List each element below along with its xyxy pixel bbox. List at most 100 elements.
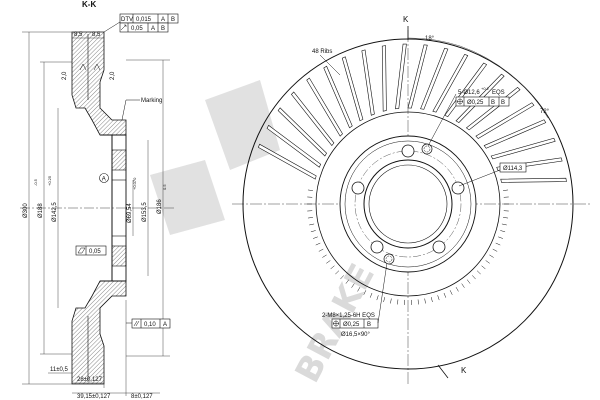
diameter-dimension-lines <box>22 31 170 385</box>
rib-tick-mark <box>326 260 331 264</box>
section-title: K-K <box>82 0 96 9</box>
front-view: K K 18° 72° 48 Ribs 5-Ø12,6 +0.2 EQS Ø0,… <box>232 15 592 385</box>
rib-tick-mark <box>476 270 481 275</box>
dim-d8: 8±0,127 <box>131 394 153 400</box>
gdt-runout-ref1: A <box>151 26 155 32</box>
rib-tick-mark <box>466 279 471 284</box>
watermark-logo-block-1 <box>205 80 280 170</box>
bolt-hole-2 <box>451 181 465 195</box>
k-section-arrow-bottom <box>437 364 449 379</box>
ventilation-rib <box>266 124 322 168</box>
gdt-runout-frame: 0,05 A B <box>119 22 169 33</box>
ventilation-rib <box>490 137 556 160</box>
dim-d28: 28±0,127 <box>77 377 103 383</box>
angle-18-arc <box>407 37 461 47</box>
ventilation-rib <box>257 143 317 180</box>
hub-face <box>344 140 472 268</box>
angle-18-label: 18° <box>425 36 435 42</box>
watermark-logo-block-2 <box>150 160 225 235</box>
dim-d69: Ø69,54 <box>127 203 133 223</box>
bottom-width-dims <box>48 300 160 396</box>
rib-tick-mark <box>376 295 379 301</box>
thread-ref: B <box>367 322 371 328</box>
rib-tick-mark <box>430 297 433 303</box>
pcd-label: Ø114,3 <box>503 166 523 172</box>
dim-d142: Ø142,5 <box>52 202 58 222</box>
flatness-symbol-icon <box>77 247 86 254</box>
rib-tick-mark <box>485 260 490 264</box>
thread-spec: 2-M8×1,25-6H EQS <box>322 313 375 319</box>
bolt-hole-callout: 5-Ø12,6 +0.2 EQS Ø0,25 B B <box>427 86 510 147</box>
rib-tick-mark <box>424 298 426 304</box>
ventilation-rib <box>444 62 488 118</box>
bolt-hole-1 <box>401 144 415 158</box>
holes-5-tol: +0.2 <box>481 86 490 91</box>
ventilation-rib <box>323 65 353 129</box>
gdt-parallel-ref: A <box>163 322 167 328</box>
rib-tick-mark <box>472 275 476 280</box>
rib-tick-mark <box>495 242 501 246</box>
ventilation-rib <box>395 43 407 110</box>
dim-ch1: 2,0 <box>62 71 68 80</box>
ventilation-rib <box>420 47 449 110</box>
ventilation-rib <box>381 45 387 112</box>
gdt-dtv-ref2: B <box>171 17 175 23</box>
dim-w85b: 8,5 <box>92 32 101 38</box>
holes-5-spec: 5-Ø12,6 <box>458 90 480 96</box>
ventilation-rib <box>361 49 375 116</box>
holes-5-ref2: B <box>501 100 505 106</box>
bolt-hole-4 <box>370 240 384 254</box>
ventilation-rib <box>407 44 428 109</box>
rib-tick-mark <box>417 299 419 305</box>
section-view: K-K Marking A <box>20 0 179 400</box>
ventilation-rib <box>306 77 343 137</box>
gdt-runout-value: 0,05 <box>131 26 143 32</box>
threaded-hole-2 <box>383 253 395 265</box>
dim-ch2: 2,0 <box>110 71 116 80</box>
gdt-runout-ref2: B <box>161 26 165 32</box>
marking-label: Marking <box>141 98 162 104</box>
dim-d69-tol: +0.070 <box>132 177 137 190</box>
rib-tick-mark <box>315 242 321 246</box>
dim-d186-tol: 0.5 <box>162 184 167 190</box>
thread-pos: Ø0,25 <box>343 322 360 328</box>
dim-d39: 39,15±0,127 <box>77 394 111 400</box>
gdt-dtv-frame: DTV 0,015 A B <box>119 13 179 24</box>
ventilation-rib <box>341 56 364 122</box>
gdt-flatness-frame: 0,05 <box>75 245 107 256</box>
rib-tick-mark <box>313 236 318 239</box>
upper-ring-section <box>71 31 127 136</box>
rib-tick-mark <box>390 298 392 304</box>
center-bore <box>363 159 453 249</box>
k-label-bottom: K <box>461 366 467 375</box>
parallel-symbol-icon <box>133 320 140 327</box>
bolt-hole-5 <box>351 181 365 195</box>
bolt-hole-3 <box>432 240 446 254</box>
dim-d153: Ø153,5 <box>142 202 148 222</box>
rib-tick-mark <box>461 283 465 288</box>
dim-d142-tol: +0.25 <box>47 175 52 186</box>
center-bore-chamfer <box>368 164 448 244</box>
rib-tick-mark <box>492 248 498 252</box>
hub-hatch-lower <box>111 245 127 267</box>
marking-leader-d <box>121 99 127 121</box>
rib-tick-mark <box>503 189 509 191</box>
rib-tick-mark <box>351 283 355 288</box>
datum-a-bubble <box>99 173 109 183</box>
pcd-callout: Ø114,3 <box>458 162 527 187</box>
rib-tick-mark <box>369 292 373 298</box>
rib-tick-mark <box>340 275 344 280</box>
ventilation-rib <box>291 91 335 147</box>
dim-w85a: 8,5 <box>74 32 83 38</box>
rib-tick-mark <box>443 292 447 298</box>
threaded-holes <box>383 143 433 265</box>
disc-inner-ring <box>315 111 501 297</box>
rib-tick-mark <box>363 290 367 295</box>
holes-5-leader <box>427 93 457 147</box>
rib-tick-mark <box>383 297 386 303</box>
rib-tick-mark <box>318 248 324 252</box>
rib-tick-mark <box>503 217 509 219</box>
ribs-leader <box>319 54 341 76</box>
gdt-dtv-value: 0,015 <box>136 17 152 23</box>
